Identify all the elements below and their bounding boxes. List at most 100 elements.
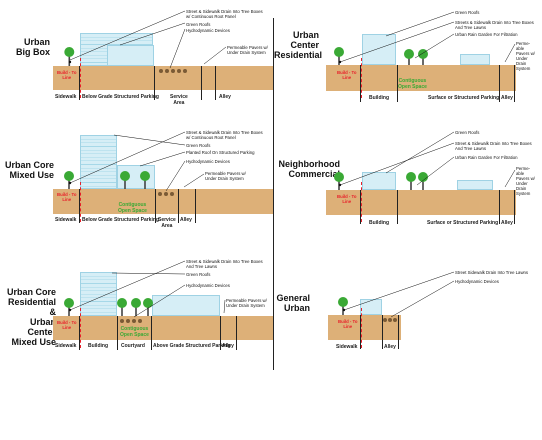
panel-urban-big-box: Urban Big Box Build - To Line Sidewalk B… bbox=[0, 0, 273, 130]
panel-graphics bbox=[334, 11, 516, 65]
ground-section bbox=[326, 190, 516, 215]
divider bbox=[499, 65, 500, 102]
ground-label-alley: Alley bbox=[180, 217, 192, 223]
panel-graphics bbox=[64, 10, 227, 73]
build-to-line-marker bbox=[361, 58, 362, 98]
divider bbox=[514, 65, 515, 102]
ground-section bbox=[326, 65, 516, 91]
callout-tree-boxes: Street & Sidewalk Drain Into Tree Boxes … bbox=[186, 259, 263, 269]
tree-icon bbox=[140, 171, 150, 189]
panel-graphics bbox=[334, 131, 516, 190]
ground-label-building: Building bbox=[369, 95, 389, 101]
build-to-line-marker bbox=[361, 182, 362, 222]
tree-icon bbox=[338, 297, 348, 315]
panel-title: General Urban bbox=[276, 293, 310, 313]
green-roof-volume bbox=[107, 45, 154, 66]
leader-lines bbox=[343, 271, 455, 318]
hydrodynamic-device-icons bbox=[159, 69, 187, 73]
panel-urban-center-residential: Urban Center Residential Build - To Line… bbox=[274, 0, 542, 130]
callout-green-roofs: Green Roofs bbox=[186, 272, 211, 277]
ground-label-sidewalk: Sidewalk bbox=[55, 94, 77, 100]
panel-general-urban: General Urban Build - To Line Sidewalk A… bbox=[274, 250, 542, 370]
divider bbox=[155, 189, 156, 223]
callout-rain-garden: Urban Rain Garden For Filtration bbox=[455, 32, 518, 37]
callout-green-roofs: Green Roofs bbox=[455, 10, 480, 15]
divider bbox=[360, 315, 361, 349]
callout-hydrodynamic: Hydrodynamic Devices bbox=[455, 279, 499, 284]
callout-green-roofs: Green Roofs bbox=[186, 22, 211, 27]
ground-label-service: Service Area bbox=[170, 94, 188, 106]
ground-label-parking: Surface or Structured Parking bbox=[428, 95, 500, 101]
tree-icon bbox=[404, 49, 414, 65]
divider bbox=[398, 315, 399, 349]
callout-hydrodynamic: Hydrodynamic Devices bbox=[186, 159, 230, 164]
tree-icon bbox=[64, 47, 75, 66]
divider bbox=[201, 66, 202, 100]
panel-graphics bbox=[64, 131, 205, 196]
divider bbox=[499, 190, 500, 224]
panel-urban-core-mixed-use: Urban Core Mixed Use Build - To Line Con… bbox=[0, 130, 273, 250]
divider bbox=[79, 316, 80, 350]
divider bbox=[236, 316, 237, 350]
panel-title: Urban Center Residential bbox=[274, 30, 323, 60]
callout-tree-boxes: Street & Sidewalk Drain Into Tree Boxes … bbox=[186, 9, 263, 19]
divider bbox=[215, 66, 216, 100]
build-to-line-label: Build - To Line bbox=[57, 192, 77, 202]
ground-label-alley: Alley bbox=[219, 94, 231, 100]
ground-label-parking: Surface or Structured Parking bbox=[427, 220, 499, 226]
panel-title: Urban Core Mixed Use bbox=[4, 160, 54, 180]
callout-tree-lawns: Street Sidewalk Drain Into Tree Lawns bbox=[455, 270, 529, 275]
ground-label-courtyard: Courtyard bbox=[121, 343, 145, 349]
tree-icon bbox=[418, 172, 428, 190]
build-to-line-marker bbox=[80, 58, 81, 98]
ground-label-sidewalk: Sidewalk bbox=[55, 343, 77, 349]
divider bbox=[514, 190, 515, 224]
parking-volume bbox=[460, 54, 490, 65]
build-to-line-label: Build - To Line bbox=[57, 70, 77, 80]
divider bbox=[79, 189, 80, 223]
callout-green-roofs: Green Roofs bbox=[455, 130, 480, 135]
hydrodynamic-device-icons bbox=[120, 319, 142, 323]
tree-icon bbox=[131, 298, 141, 316]
leader-lines bbox=[339, 11, 516, 63]
callout-permeable-pavers: Perme- able Pavers w/ Under Drain System bbox=[516, 41, 535, 71]
callout-rain-garden: Urban Rain Garden For Filtration bbox=[455, 155, 518, 160]
tree-icon bbox=[64, 298, 74, 316]
divider bbox=[382, 315, 383, 349]
ground-label-parking: Above Grade Structured Parking bbox=[153, 343, 231, 349]
callout-planted-roof: Planted Roof On Structured Parking bbox=[186, 150, 255, 155]
divider bbox=[360, 65, 361, 102]
panel-title: Urban Core Residential & Urban Center Mi… bbox=[6, 287, 56, 347]
tree-icon bbox=[406, 172, 416, 190]
callout-hydrodynamic: Hydrodynamic Devices bbox=[186, 28, 230, 33]
hydrodynamic-device-icons bbox=[383, 318, 397, 322]
leader-lines bbox=[69, 10, 227, 69]
leader-lines bbox=[339, 131, 516, 188]
divider bbox=[397, 65, 398, 102]
open-space-label: Contiguous Open Space bbox=[398, 78, 427, 90]
ground-label-building: Building bbox=[369, 220, 389, 226]
parking-volume bbox=[457, 180, 493, 190]
ground-section bbox=[53, 66, 273, 90]
open-space-label: Contiguous Open Space bbox=[120, 326, 149, 338]
build-to-line-label: Build - To Line bbox=[337, 70, 357, 80]
build-to-line-label: Build - To Line bbox=[337, 194, 357, 204]
divider bbox=[178, 189, 179, 223]
build-to-line-marker bbox=[361, 308, 362, 348]
open-space-label: Contiguous Open Space bbox=[118, 202, 147, 214]
divider bbox=[79, 66, 80, 100]
building-volume bbox=[360, 299, 382, 315]
tree-icon bbox=[334, 47, 344, 65]
callout-tree-boxes: Street & Sidewalk Drain Into Tree Boxes … bbox=[455, 141, 532, 151]
tree-icon bbox=[418, 49, 428, 65]
tree-icon bbox=[143, 298, 153, 316]
callout-tree-boxes: Street & Sidewalk Drain Into Tree Boxes … bbox=[186, 130, 263, 140]
callout-permeable-pavers: Permeable Pavers w/ Under Drain System bbox=[226, 298, 267, 308]
building-volume bbox=[362, 172, 396, 190]
divider bbox=[397, 190, 398, 224]
callout-permeable-pavers: Permeable Pavers w/ Under Drain System bbox=[205, 171, 246, 181]
divider bbox=[151, 316, 152, 350]
callout-permeable-pavers: Permeable Pavers w/ Under Drain System bbox=[227, 45, 268, 55]
panel-title: Urban Big Box bbox=[15, 37, 50, 57]
